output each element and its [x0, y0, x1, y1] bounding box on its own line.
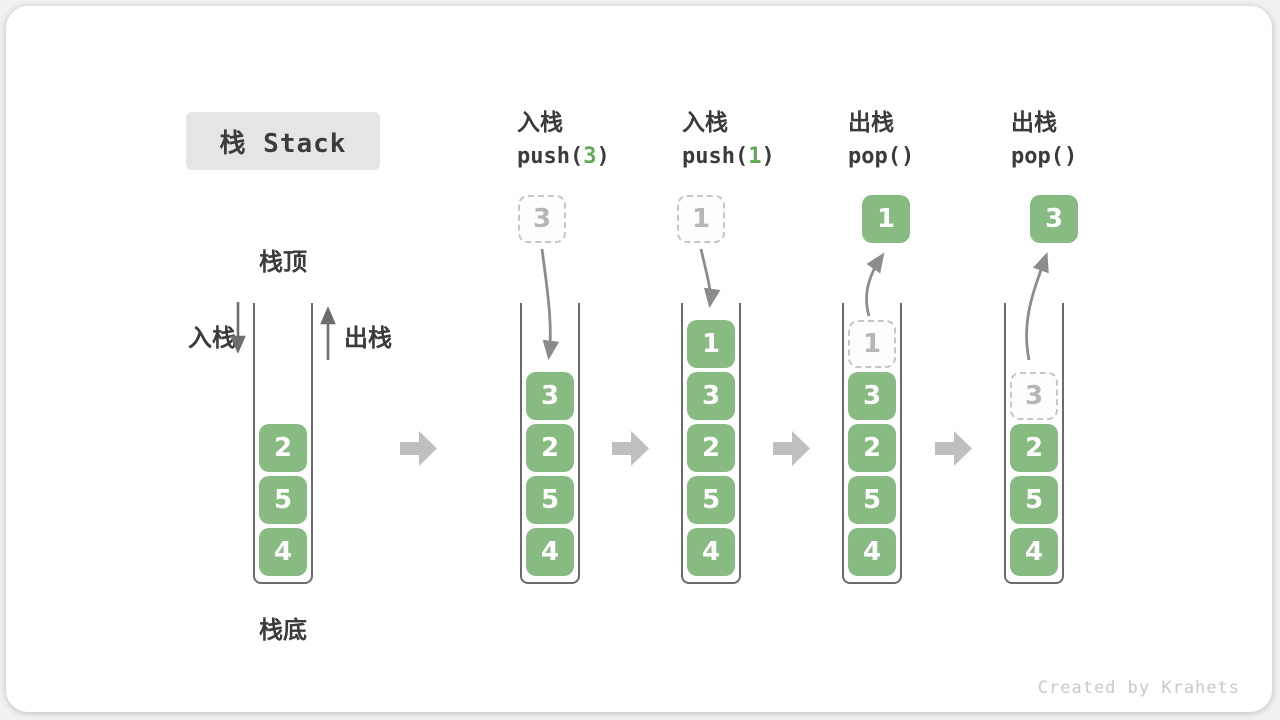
- stack-block: 5: [526, 476, 574, 524]
- stack-block: 5: [848, 476, 896, 524]
- removed-block: 3: [1010, 372, 1058, 420]
- stack-block: 2: [259, 424, 307, 472]
- operation-code: pop(): [1011, 144, 1078, 169]
- stack-top-label: 栈顶: [259, 248, 307, 276]
- operation-header: 出栈 pop(): [848, 106, 1008, 174]
- stack-block: 4: [259, 528, 307, 576]
- title-badge: 栈 Stack: [186, 112, 380, 170]
- stack-block: 4: [1010, 528, 1058, 576]
- credit-text: Created by Krahets: [1037, 678, 1240, 698]
- operation-header: 入栈 push(1): [682, 106, 842, 174]
- operation-code: push(3): [517, 144, 610, 169]
- pushed-element-box: 1: [677, 195, 725, 243]
- stack-block: 4: [687, 528, 735, 576]
- operation-name: 出栈: [848, 110, 894, 136]
- popped-element-box: 3: [1030, 195, 1078, 243]
- push-legend-label: 入栈: [188, 324, 236, 352]
- popped-element-box: 1: [862, 195, 910, 243]
- stack-block: 2: [526, 424, 574, 472]
- operation-code: push(1): [682, 144, 775, 169]
- operation-name: 出栈: [1011, 110, 1057, 136]
- stack-block: 1: [687, 320, 735, 368]
- stack-block: 4: [848, 528, 896, 576]
- stack-block: 3: [687, 372, 735, 420]
- pop-legend-label: 出栈: [344, 324, 392, 352]
- operation-header: 出栈 pop(): [1011, 106, 1171, 174]
- stack-block: 2: [1010, 424, 1058, 472]
- stack-block: 3: [526, 372, 574, 420]
- stack-block: 4: [526, 528, 574, 576]
- stack-bottom-label: 栈底: [259, 616, 307, 644]
- stack-block: 5: [1010, 476, 1058, 524]
- stack-block: 5: [687, 476, 735, 524]
- removed-block: 1: [848, 320, 896, 368]
- operation-code: pop(): [848, 144, 915, 169]
- stack-block: 2: [848, 424, 896, 472]
- stack-block: 2: [687, 424, 735, 472]
- operation-header: 入栈 push(3): [517, 106, 677, 174]
- stack-block: 5: [259, 476, 307, 524]
- stack-block: 3: [848, 372, 896, 420]
- operation-name: 入栈: [682, 110, 728, 136]
- operation-name: 入栈: [517, 110, 563, 136]
- pushed-element-box: 3: [518, 195, 566, 243]
